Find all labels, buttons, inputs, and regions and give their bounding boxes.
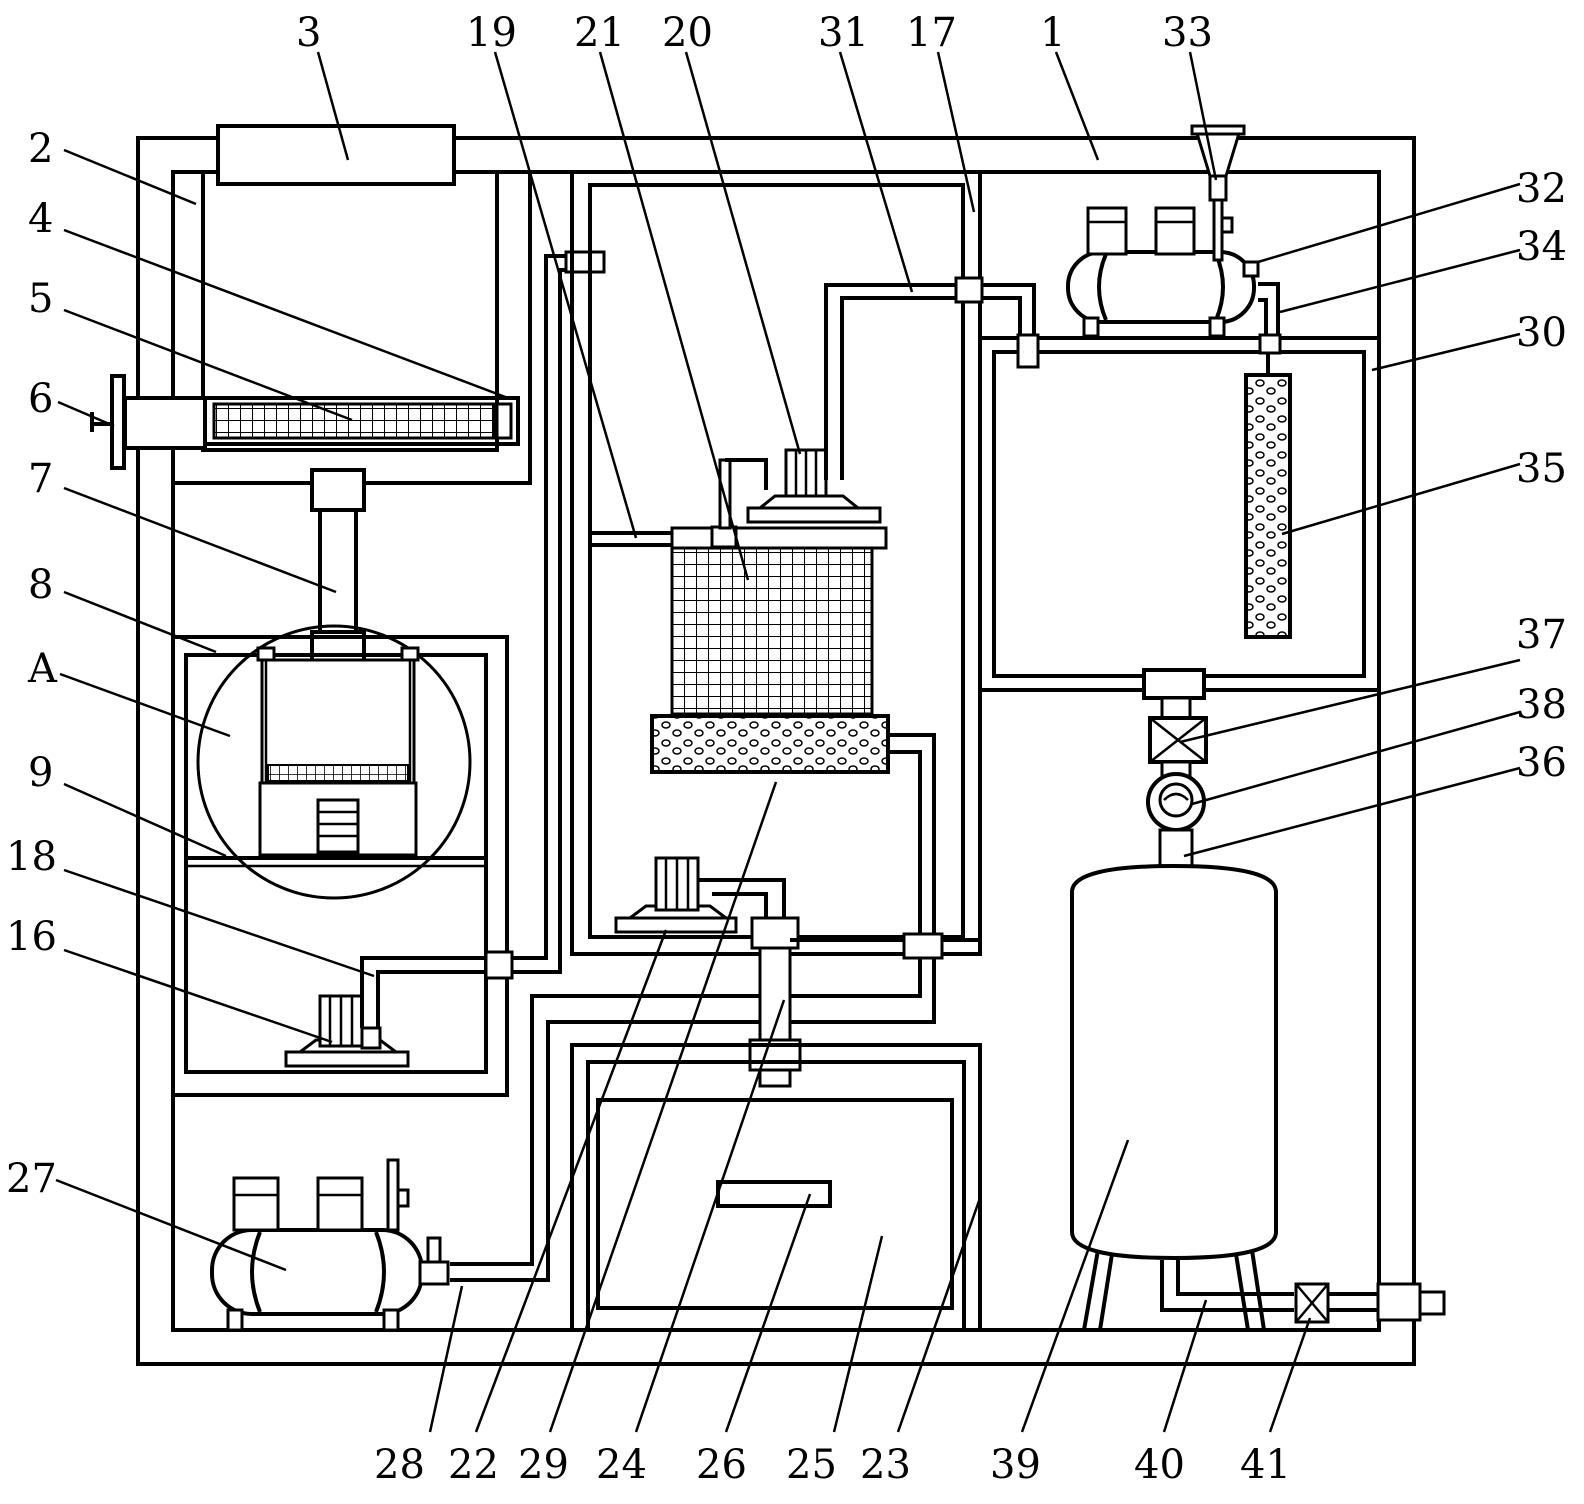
label-group-top: 3 19 21 20 31 17 1 33: [296, 10, 1213, 56]
filter-screen: [123, 396, 520, 450]
label-9: 9: [28, 750, 53, 796]
label-26: 26: [696, 1442, 747, 1488]
label-24: 24: [596, 1442, 647, 1488]
label-22: 22: [448, 1442, 499, 1488]
label-group-right: 32 34 30 35 37 38 36: [1516, 166, 1567, 786]
outlet-valve-41: [1294, 1282, 1446, 1324]
valve-assembly: [1142, 668, 1208, 868]
label-31: 31: [818, 10, 869, 56]
label-6: 6: [28, 376, 53, 422]
pump-22: [614, 856, 800, 950]
label-a: A: [27, 646, 58, 692]
label-21: 21: [574, 10, 625, 56]
funnel-33: [1190, 124, 1246, 262]
label-1: 1: [1040, 10, 1065, 56]
label-36: 36: [1516, 740, 1567, 786]
label-39: 39: [990, 1442, 1041, 1488]
label-29: 29: [518, 1442, 569, 1488]
label-38: 38: [1516, 682, 1567, 728]
label-25: 25: [786, 1442, 837, 1488]
label-2: 2: [28, 126, 53, 172]
pipe-31: [954, 276, 1036, 335]
compressor-32: [1066, 206, 1280, 338]
label-30: 30: [1516, 310, 1567, 356]
label-18: 18: [6, 834, 57, 880]
label-16: 16: [6, 914, 57, 960]
label-23: 23: [860, 1442, 911, 1488]
leader-lines: [55, 51, 1521, 1433]
label-37: 37: [1516, 612, 1567, 658]
handwheel: [90, 374, 126, 470]
label-41: 41: [1240, 1442, 1291, 1488]
pipes: [360, 250, 936, 1282]
label-20: 20: [662, 10, 713, 56]
aerator-24: [650, 714, 936, 934]
label-4: 4: [28, 196, 53, 242]
middle-left-chamber: [173, 635, 509, 1097]
label-40: 40: [1134, 1442, 1185, 1488]
pressure-tank-39: [1070, 863, 1294, 1331]
upper-left-chamber: [173, 124, 532, 485]
label-27: 27: [6, 1156, 57, 1202]
bottom-tank: [570, 1043, 982, 1330]
label-5: 5: [28, 276, 53, 322]
label-19: 19: [466, 10, 517, 56]
label-3: 3: [296, 10, 321, 56]
label-17: 17: [906, 10, 957, 56]
press-rod: [310, 468, 366, 666]
pump-16: [284, 994, 410, 1068]
stirring-basket: [670, 283, 963, 716]
label-32: 32: [1516, 166, 1567, 212]
label-group-left: 2 4 5 6 7 8 A 9 18 16 27: [6, 126, 58, 1202]
label-35: 35: [1516, 446, 1567, 492]
label-8: 8: [28, 562, 53, 608]
label-group-bottom: 28 22 29 24 26 25 23 39 40 41: [374, 1442, 1291, 1488]
right-upper-tank: [980, 333, 1379, 692]
label-7: 7: [28, 456, 53, 502]
label-34: 34: [1516, 224, 1567, 270]
detail-circle-a: [196, 624, 472, 900]
compressor-27: [210, 1158, 450, 1332]
label-28: 28: [374, 1442, 425, 1488]
label-33: 33: [1162, 10, 1213, 56]
